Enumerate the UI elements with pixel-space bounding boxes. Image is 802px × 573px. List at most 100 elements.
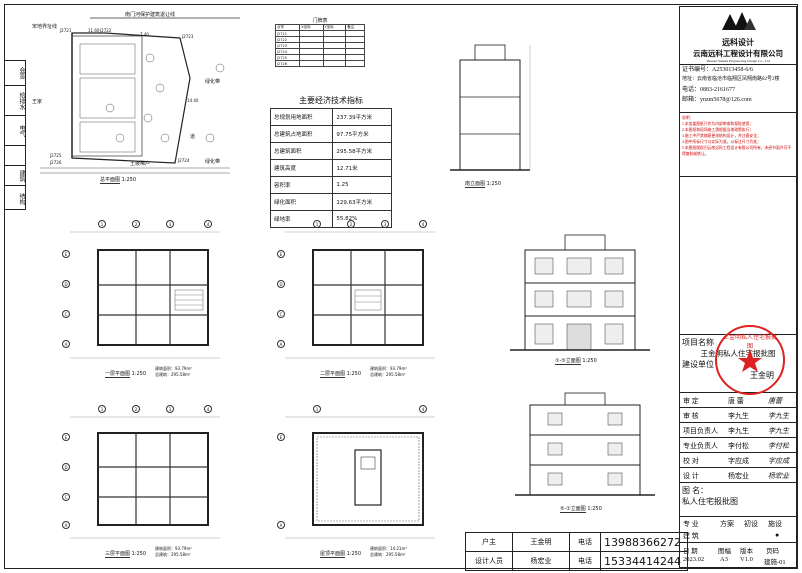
role-title: 校 对	[683, 457, 699, 465]
axis-bubble: A	[277, 340, 285, 348]
role-row: 专业负责人李付松李付松	[680, 438, 796, 453]
caption-text: 一层平面图	[105, 371, 131, 378]
axis-bubble: 4	[204, 405, 212, 413]
drawing-meta: 日 期 图幅 版本 页码 2023.02 A3 V1.0 建施-01	[680, 543, 796, 568]
back-elevation-caption: ⑤-①立面图 1:250	[560, 505, 602, 513]
role-title: 专业负责人	[683, 442, 718, 450]
axis-bubble: 2	[347, 220, 355, 228]
second-floor-plan-drawing	[285, 231, 435, 359]
stage-label: 初设	[744, 520, 758, 528]
role-row: 审 定 唐 蕾 唐蕾	[680, 393, 796, 408]
north-road-label: 南门河保护建筑退让线	[125, 12, 176, 18]
role-signature: 字应成	[768, 457, 789, 465]
site-plan-drawing	[40, 17, 240, 174]
front-elevation: ①-⑤立面图 1:250	[505, 220, 655, 370]
point-label: J2725	[50, 153, 62, 158]
point-label: J2724	[178, 158, 190, 163]
contact-row: 户主 王金明 电话 13988366272	[465, 532, 688, 552]
stage-mark: ●	[775, 531, 780, 539]
company-name-en: Yunnan Yuanke Engineering Design Co., Lt…	[706, 59, 770, 63]
blank-section	[680, 177, 796, 335]
plan-area: 总建筑：295.58m²	[370, 552, 406, 557]
axis-bubble: E	[62, 250, 70, 258]
role-signature: 唐蕾	[768, 397, 782, 405]
coord-cell: J2726	[274, 60, 301, 67]
tech-label: 建筑高度	[269, 159, 334, 177]
company-email: 邮箱：ynzm5678@126.com	[682, 97, 752, 103]
axis-bubble: 1	[98, 220, 106, 228]
stage-label: 方案	[720, 520, 734, 528]
caption-text: 三层平面图	[105, 551, 131, 558]
caption-scale: 1:250	[587, 506, 602, 512]
notes-section: 说明： 1.本加盖图纸只作为内部审查和报批使用； 2.本图纸和现场施工需根据当地…	[680, 113, 796, 177]
site-plan: 南门河保护建筑退让线 宋地界址线 王家 王坡稀户 绿化带 绿化带 道 J2721…	[30, 8, 245, 184]
caption-scale: 1:250	[582, 358, 597, 364]
note-item: 4.图中所标尺寸以实际为准，以标注尺寸为准；	[682, 140, 761, 144]
role-title: 审 核	[683, 412, 699, 420]
axis-bubble: 4	[419, 405, 427, 413]
dim-label: 11.60	[88, 28, 100, 33]
contact-role: 设计人员	[465, 551, 513, 571]
tech-table-title: 主要经济技术指标	[299, 96, 363, 105]
axis-bubble: 4	[204, 220, 212, 228]
caption-text: 总平面图	[100, 177, 121, 184]
contact-name: 杨宏业	[512, 551, 570, 571]
version-label: 版本	[740, 548, 753, 555]
drawing-name-label: 图 名：	[682, 486, 708, 495]
axis-bubble: E	[277, 433, 285, 441]
role-row: 项目负责人李九生李九生	[680, 423, 796, 438]
contact-name: 王金明	[512, 532, 570, 552]
contact-tel: 13988366272	[600, 532, 688, 552]
point-label: J2723	[182, 34, 194, 39]
drawing-frame	[4, 4, 798, 569]
stage-label: 施设	[768, 520, 782, 528]
note-item: 3.施工中严禁随意更改结构设计，并注意安全；	[682, 134, 761, 138]
company-logo-icon	[722, 12, 756, 30]
stamp-star-icon	[738, 349, 762, 372]
green-belt-label: 绿化带	[205, 79, 221, 85]
west-boundary-label: 宋地界址线	[32, 24, 58, 30]
tech-label: 容积率	[269, 176, 334, 194]
caption-scale: 1:250	[131, 371, 147, 377]
second-floor-plan: E D C A 1 2 3 4 二层平面图 1:250 建筑面积：93.79m²…	[275, 220, 445, 390]
site-plan-caption: 总平面图 1:250	[100, 176, 136, 184]
strip-cell: 电气	[4, 116, 26, 146]
back-elevation-drawing	[515, 392, 655, 496]
company-name: 云南远科工程设计有限公司	[693, 49, 783, 58]
dim-label: 7.40	[140, 32, 149, 37]
role-row: 设 计杨宏业杨宏业	[680, 468, 796, 483]
point-label: J2722	[100, 28, 112, 33]
role-title: 审 定	[683, 397, 699, 405]
axis-bubble: 2	[132, 405, 140, 413]
second-plan-caption: 二层平面图 1:250	[320, 370, 361, 378]
contact-role: 户主	[465, 532, 513, 552]
role-name: 唐 蕾	[728, 397, 744, 405]
axis-bubble: 1	[98, 405, 106, 413]
caption-text: 屋顶平面图	[320, 551, 346, 558]
back-elevation: ⑤-①立面图 1:250	[510, 385, 660, 515]
plan-area: 总建筑：295.58m²	[370, 372, 406, 377]
left-signoff-strip: 会签 给排水 电气 建筑 结构	[4, 60, 26, 210]
strip-cell: 给排水	[4, 86, 26, 116]
tech-value: 237.39平方米	[332, 108, 392, 126]
first-plan-caption: 一层平面图 1:250	[105, 370, 147, 378]
company-stamp: 王金明私人住宅报批图	[715, 325, 785, 395]
third-plan-caption: 三层平面图 1:250	[105, 550, 147, 558]
profession-value: 建 筑	[683, 532, 699, 540]
role-name: 杨宏业	[728, 472, 749, 480]
role-signature: 杨宏业	[768, 472, 789, 480]
caption-scale: 1:250	[131, 551, 147, 557]
south-elevation-caption: 南立面图 1:250	[465, 180, 501, 188]
strip-cell: 建筑	[4, 166, 26, 186]
axis-bubble: 3	[381, 220, 389, 228]
axis-bubble: D	[277, 280, 285, 288]
axis-bubble: A	[62, 521, 70, 529]
axis-bubble: C	[277, 310, 285, 318]
contact-tel: 15334414244	[600, 551, 688, 571]
